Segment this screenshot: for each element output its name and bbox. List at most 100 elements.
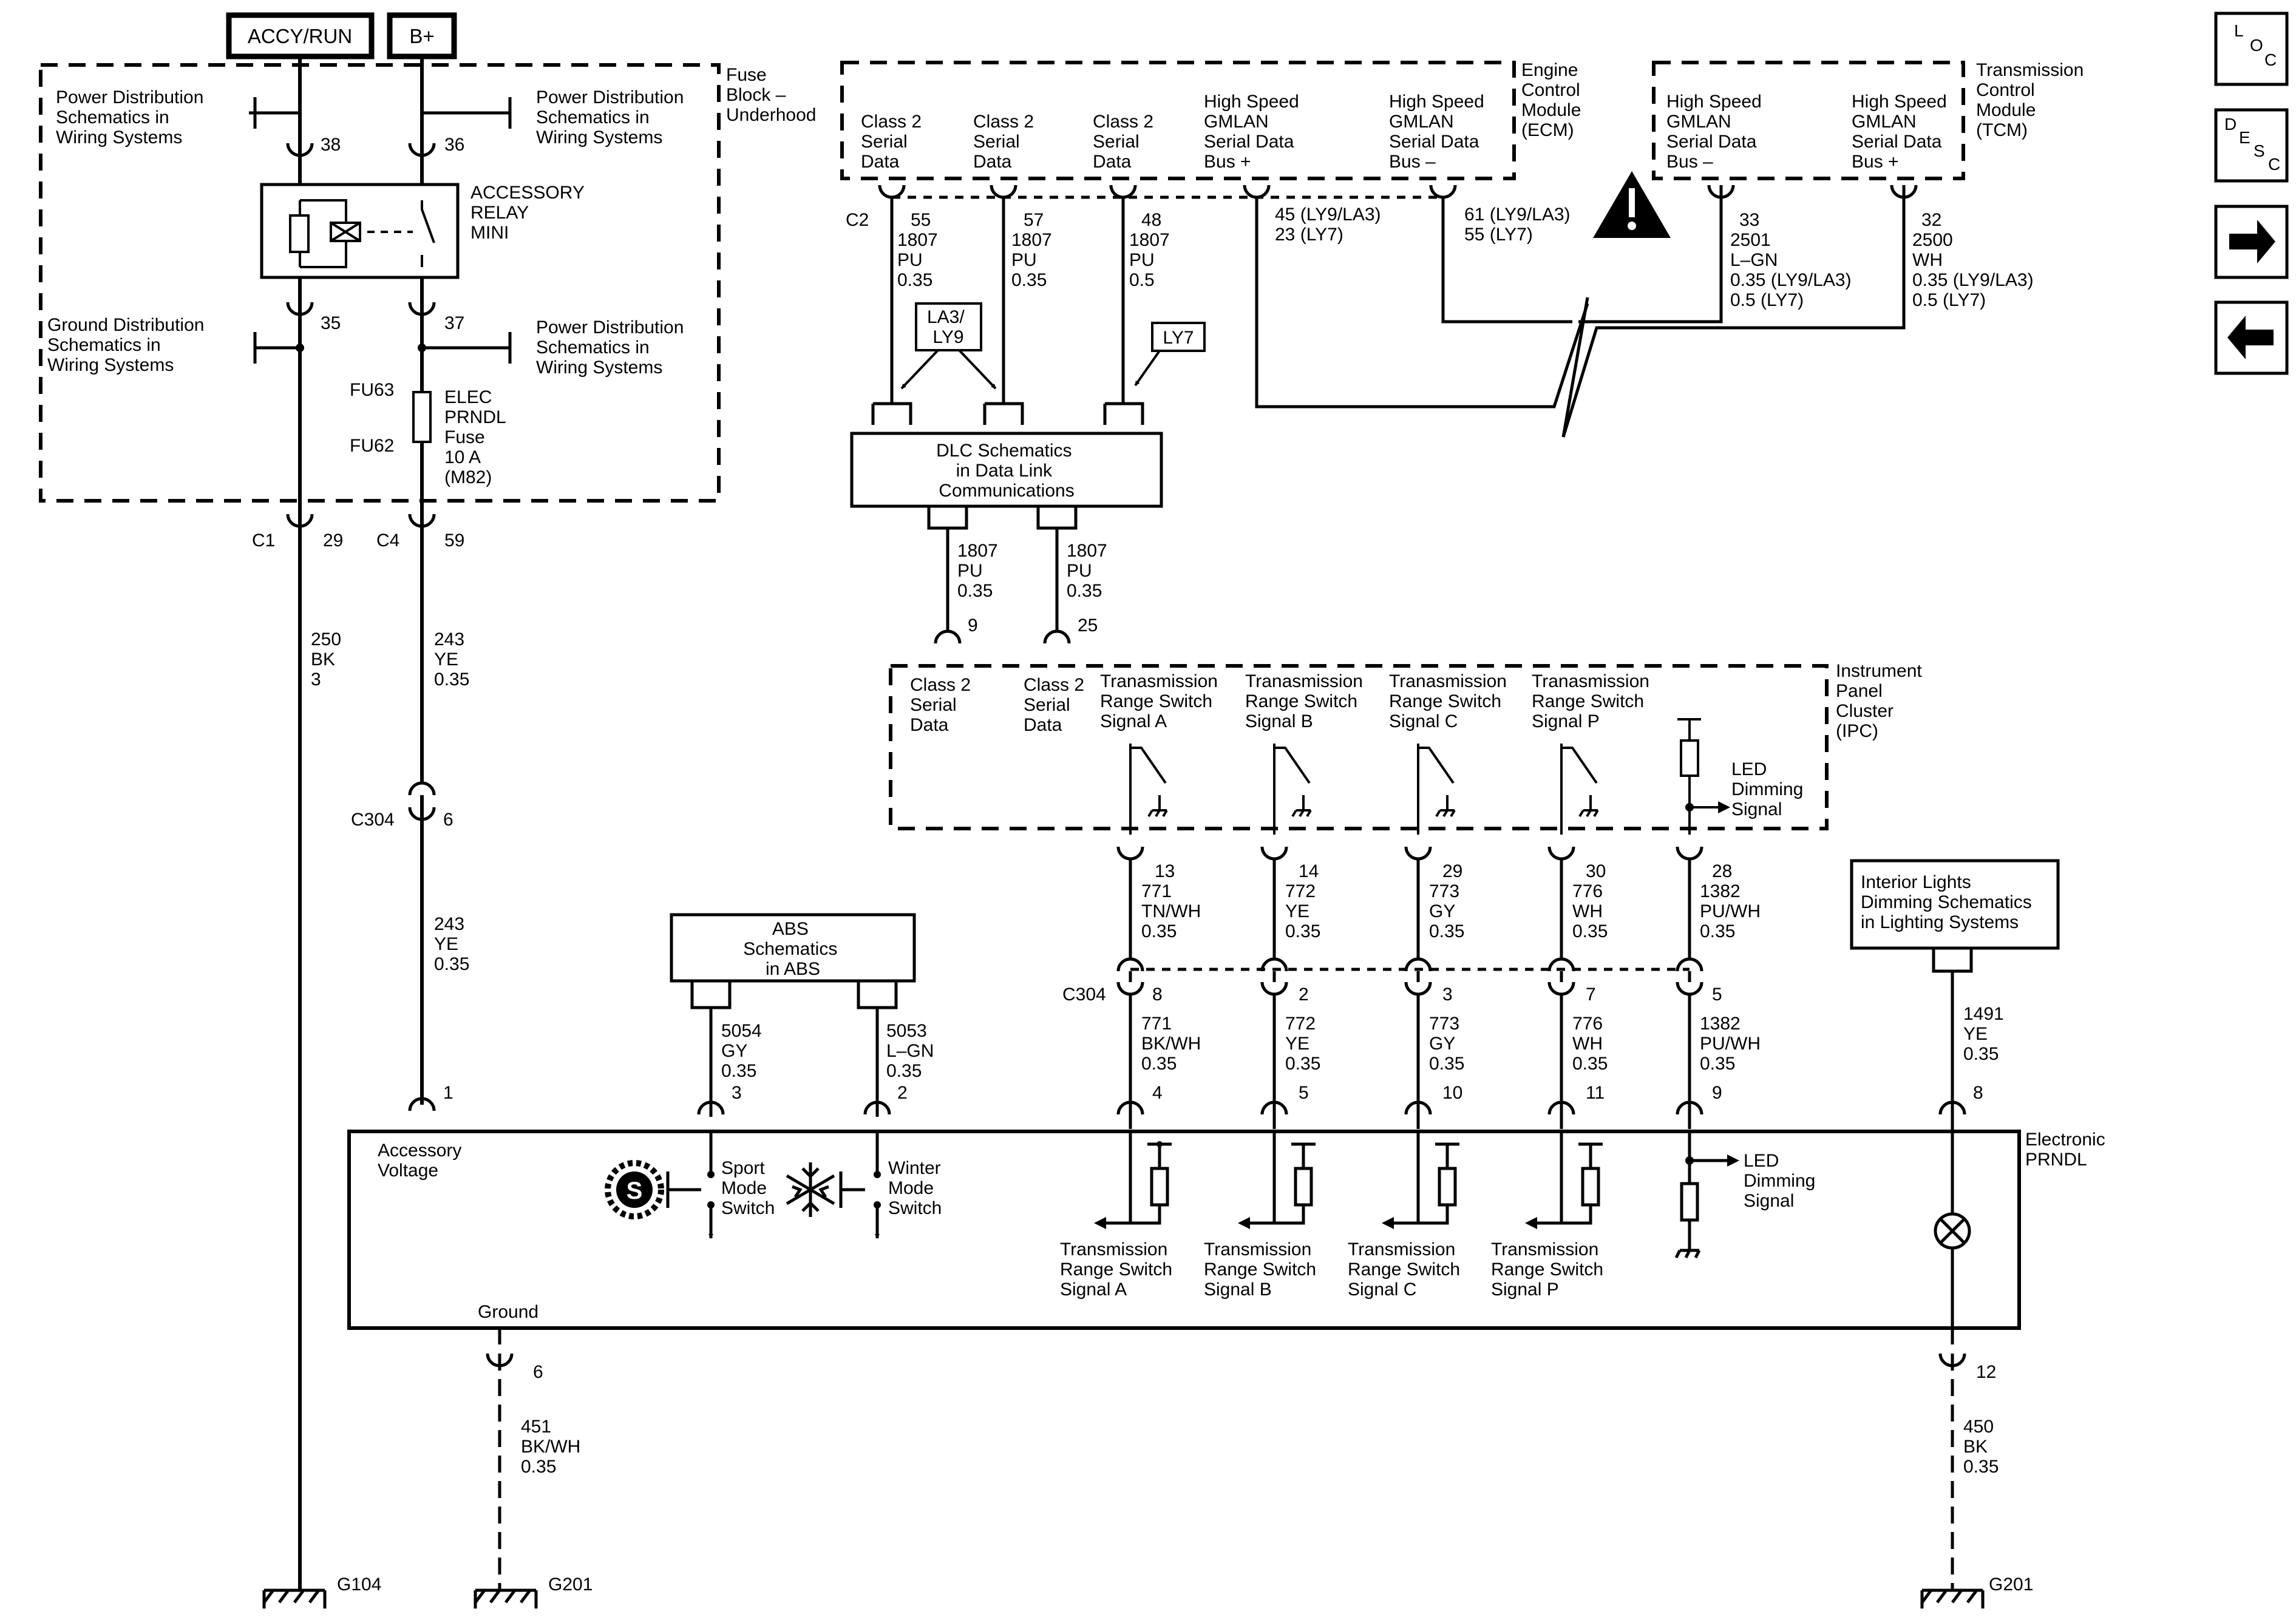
fuse-label: ELEC PRNDL Fuse 10 A (M82) xyxy=(444,387,511,487)
pd-right-ref: Power Distribution Schematics in Wiring … xyxy=(536,87,689,147)
ipc-pin-9: 9 xyxy=(968,615,978,636)
svg-text:C: C xyxy=(2264,50,2277,69)
description-button[interactable]: D E S C xyxy=(2214,108,2289,183)
ground-g104: G104 xyxy=(262,1575,381,1609)
abs-label: ABS Schematics in ABS xyxy=(743,919,842,979)
ground-g201-right: 12 450 BK 0.35 G201 xyxy=(1920,1328,2033,1609)
next-arrow-button[interactable] xyxy=(2214,205,2289,279)
prndl-signal-b: Transmission Range Switch Signal B xyxy=(1204,1239,1321,1300)
ipc-pin-25: 25 xyxy=(1078,615,1098,636)
tcm-col-1: High Speed GMLAN Serial Data Bus – xyxy=(1666,92,1767,172)
wire-1491: 1491 YE 0.35 8 xyxy=(1963,1004,2009,1103)
interior-lights-box: Interior Lights Dimming Schematics in Li… xyxy=(1850,859,2060,1335)
abs-box: ABS Schematics in ABS 5054 GY 0.35 3 505… xyxy=(670,913,939,1117)
wire-772-upper: 14 772 YE 0.35 xyxy=(1285,861,1324,941)
sport-mode-switch-label: Sport Mode Switch xyxy=(721,1158,775,1218)
wire-773-lower: 3 773 GY 0.35 10 xyxy=(1429,985,1470,1103)
c304-mid-label: C304 xyxy=(1062,985,1106,1005)
g104-label: G104 xyxy=(337,1575,381,1595)
arrow-left-icon xyxy=(2227,316,2274,359)
svg-text:S: S xyxy=(627,1178,643,1204)
fu62-label: FU62 xyxy=(350,436,394,456)
accessory-voltage-label: Accessory Voltage xyxy=(378,1141,467,1181)
pin-36: 36 xyxy=(444,135,464,155)
prndl-led-label: LED Dimming Signal xyxy=(1744,1151,1821,1211)
power-feed-accy-run: ACCY/RUN xyxy=(226,12,375,59)
option-ly7: LY7 xyxy=(1163,328,1194,348)
prndl-signal-c: Transmission Range Switch Signal C xyxy=(1348,1239,1465,1300)
c1-label: C1 xyxy=(252,531,275,551)
pin-35: 35 xyxy=(321,313,341,333)
c304-left-label: C304 xyxy=(351,810,395,830)
wire-243-a: 243 YE 0.35 xyxy=(434,629,469,690)
prndl-signal-p: Transmission Range Switch Signal P xyxy=(1491,1239,1608,1300)
dlc-box: DLC Schematics in Data Link Communicatio… xyxy=(850,432,1163,644)
wire-450: 12 450 BK 0.35 xyxy=(1963,1362,2002,1477)
wire-771-lower: 8 771 BK/WH 0.35 4 xyxy=(1141,985,1206,1103)
ground-dist-ref: Ground Distribution Schematics in Wiring… xyxy=(47,315,209,375)
previous-arrow-button[interactable] xyxy=(2214,300,2289,375)
sport-mode-icon: S xyxy=(605,1160,664,1219)
snowflake-icon xyxy=(786,1162,835,1217)
wire-773-upper: 29 773 GY 0.35 xyxy=(1429,861,1468,941)
tcm-module: Transmission Control Module (TCM) High S… xyxy=(1652,60,2089,310)
tcm-col-2: High Speed GMLAN Serial Data Bus + xyxy=(1852,92,1952,172)
c4-pin: 59 xyxy=(444,531,464,551)
ipc-led-label: LED Dimming Signal xyxy=(1731,759,1809,819)
wire-1382-lower: 5 1382 PU/WH 0.35 9 xyxy=(1700,985,1765,1103)
fu63-label: FU63 xyxy=(350,380,394,400)
svg-text:L: L xyxy=(2234,21,2244,40)
ipc-col-1: Class 2 Serial Data xyxy=(910,675,976,735)
wire-5053: 5053 L–GN 0.35 2 xyxy=(886,1021,939,1103)
g201-left-label: G201 xyxy=(548,1575,593,1595)
switch-signal-wires: 13 771 TN/WH 0.35 14 772 YE 0.35 29 773 … xyxy=(1062,846,1765,1129)
ecm-col-3: Class 2 Serial Data xyxy=(1093,112,1158,172)
ecm-col-5: High Speed GMLAN Serial Data Bus – xyxy=(1389,92,1489,172)
wire-2500: 32 2500 WH 0.35 (LY9/LA3) 0.5 (LY7) xyxy=(1912,210,2039,310)
svg-text:O: O xyxy=(2250,36,2263,55)
range-switch-outputs xyxy=(1099,1131,1603,1225)
wire-243-b: 243 YE 0.35 xyxy=(434,914,469,974)
ipc-module: Instrument Panel Cluster (IPC) Class 2 S… xyxy=(889,661,1927,835)
dlc-label: DLC Schematics in Data Link Communicatio… xyxy=(936,441,1077,501)
wire-48: 48 1807 PU 0.5 xyxy=(1129,210,1175,290)
g201-right-label: G201 xyxy=(1989,1575,2033,1595)
prndl-ground-label: Ground xyxy=(478,1302,538,1322)
lamp-icon xyxy=(1934,1212,1971,1250)
winter-mode-switch-label: Winter Mode Switch xyxy=(888,1158,946,1218)
ipc-col-4: Tranasmission Range Switch Signal B xyxy=(1245,671,1368,731)
pin-61: 61 (LY9/LA3) 55 (LY7) xyxy=(1464,205,1575,245)
wire-772-lower: 2 772 YE 0.35 5 xyxy=(1285,985,1326,1103)
tcm-title: Transmission Control Module (TCM) xyxy=(1976,60,2089,140)
left-wire-run: C1 29 C4 59 250 BK 3 243 YE 0.35 C304 6 … xyxy=(252,514,469,1111)
ecm-module: Engine Control Module (ECM) Class 2 Seri… xyxy=(840,60,1906,438)
dlc-wire-2: 1807 PU 0.35 xyxy=(1067,541,1112,601)
accy-run-label: ACCY/RUN xyxy=(248,25,352,47)
ipc-col-5: Tranasmission Range Switch Signal C xyxy=(1389,671,1512,731)
pin-38: 38 xyxy=(321,135,341,155)
wire-776-upper: 30 776 WH 0.35 xyxy=(1572,861,1611,941)
electronic-prndl: Electronic PRNDL Accessory Voltage S Spo… xyxy=(347,1130,2110,1330)
wire-55: 55 1807 PU 0.35 xyxy=(897,210,943,290)
ipc-col-6: Tranasmission Range Switch Signal P xyxy=(1532,671,1654,731)
c4-label: C4 xyxy=(376,531,399,551)
ipc-col-2: Class 2 Serial Data xyxy=(1024,675,1089,735)
wire-5054: 5054 GY 0.35 3 xyxy=(721,1021,767,1103)
pd-left-ref: Power Distribution Schematics in Wiring … xyxy=(56,87,209,147)
ipc-title: Instrument Panel Cluster (IPC) xyxy=(1836,661,1927,741)
ipc-switches xyxy=(1129,718,1718,835)
svg-text:E: E xyxy=(2239,128,2250,147)
pin-37: 37 xyxy=(444,313,464,333)
c1-pin: 29 xyxy=(323,531,343,551)
prndl-signal-a: Transmission Range Switch Signal A xyxy=(1060,1239,1177,1300)
wire-250: 250 BK 3 xyxy=(311,629,346,690)
ecm-title: Engine Control Module (ECM) xyxy=(1521,60,1586,140)
location-button[interactable]: L O C xyxy=(2214,12,2289,86)
dlc-wire-1: 1807 PU 0.35 xyxy=(957,541,1003,601)
option-la3-ly9: LA3/ LY9 xyxy=(927,307,970,347)
svg-text:D: D xyxy=(2224,115,2237,134)
ground-g201-left: 6 451 BK/WH 0.35 G201 xyxy=(474,1328,593,1609)
prndl-title: Electronic PRNDL xyxy=(2025,1130,2110,1170)
arrow-right-icon xyxy=(2229,220,2275,263)
